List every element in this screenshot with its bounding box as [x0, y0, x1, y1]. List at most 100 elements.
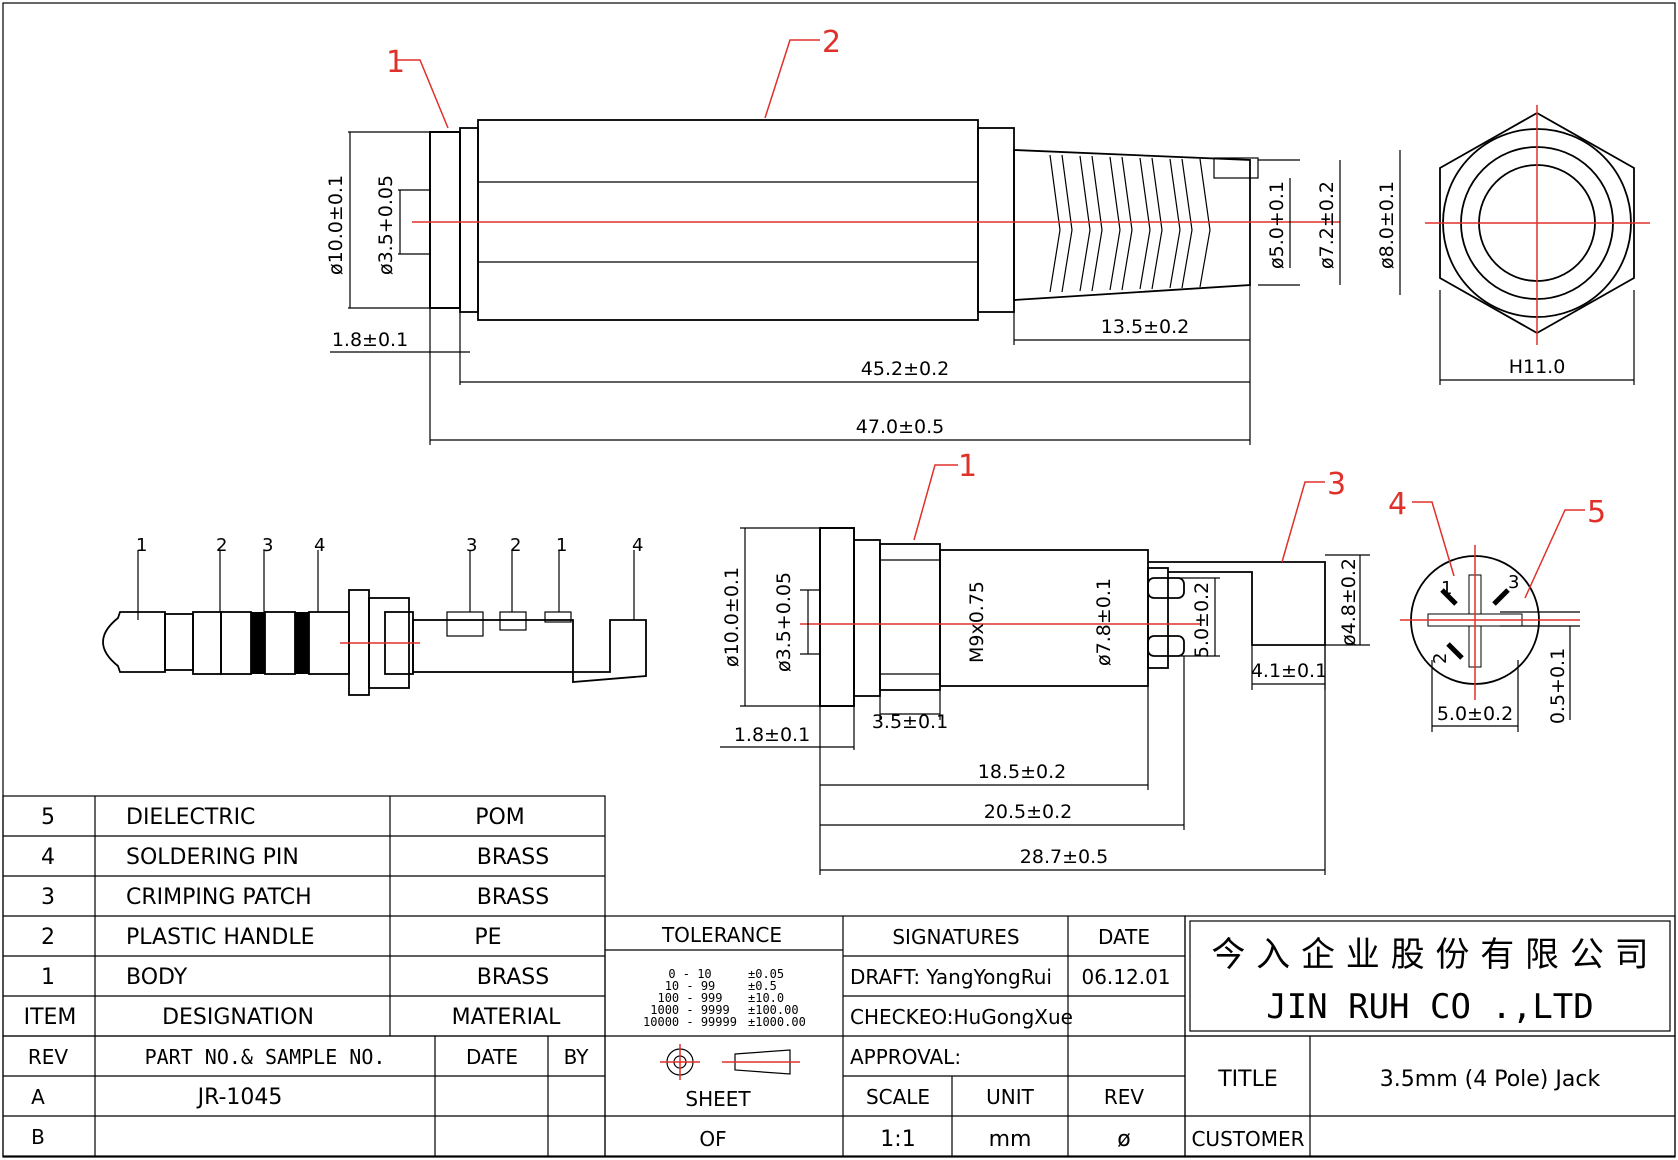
bom-header-designation: DESIGNATION — [162, 1005, 314, 1030]
title-label: TITLE — [1217, 1067, 1278, 1092]
approval-signature: APPROVAL: — [850, 1045, 961, 1069]
dim-lower-dia-3-5: ø3.5+0.05 — [773, 572, 795, 672]
rev-label: REV — [1104, 1085, 1145, 1109]
bom-item-4: 4 — [41, 845, 55, 870]
dim-lower-w-5: 5.0±0.2 — [1191, 582, 1213, 658]
scale-value: 1:1 — [880, 1127, 915, 1152]
bom-table: 5 DIELECTRIC POM 4 SOLDERING PIN BRASS 3… — [2, 795, 606, 1037]
dim-top-len-13-5: 13.5±0.2 — [1101, 316, 1189, 338]
tol-range-3: 1000 - 9999 — [650, 1003, 729, 1017]
callout-4-lower: 4 — [1388, 487, 1407, 522]
callout-1-top: 1 — [386, 45, 405, 80]
checked-signature: CHECKEO:HuGongXue — [850, 1005, 1073, 1029]
plug-section-view: 1 2 3 4 3 2 1 4 — [102, 535, 647, 696]
face-pin-1: 1 — [1441, 578, 1452, 599]
title-value: 3.5mm (4 Pole) Jack — [1380, 1067, 1601, 1092]
customer-label: CUSTOMER — [1191, 1127, 1304, 1151]
face-pin-2: 2 — [1430, 653, 1451, 664]
bom-mat-5: POM — [475, 805, 525, 830]
bom-desig-3: CRIMPING PATCH — [126, 885, 312, 910]
signatures-title: SIGNATURES — [892, 925, 1019, 949]
dim-lower-thread: M9x0.75 — [966, 581, 988, 663]
rev-a: A — [31, 1085, 45, 1109]
dim-top-dia-7-2: ø7.2±0.2 — [1316, 181, 1338, 269]
dim-lower-dia-10: ø10.0±0.1 — [721, 567, 743, 667]
plug-label-r1: 1 — [556, 535, 567, 556]
company-name-cn: 今 入 企 业 股 份 有 限 公 司 — [1211, 935, 1648, 975]
unit-value: mm — [989, 1127, 1032, 1152]
bom-desig-4: SOLDERING PIN — [126, 845, 299, 870]
scale-label: SCALE — [866, 1085, 930, 1109]
by-header: BY — [564, 1045, 590, 1069]
sheet-label: SHEET — [685, 1087, 751, 1111]
bom-mat-4: BRASS — [477, 845, 549, 870]
dim-top-dia-3-5: ø3.5+0.05 — [375, 175, 397, 275]
lower-jack-view: 1 3 2 1 3 4 5 — [720, 449, 1606, 875]
dim-lower-len-1-8: 1.8±0.1 — [734, 724, 810, 746]
unit-label: UNIT — [986, 1085, 1034, 1109]
part-header: PART NO.& SAMPLE NO. — [145, 1045, 386, 1069]
bom-desig-1: BODY — [126, 965, 188, 990]
plug-label-r3: 3 — [466, 535, 477, 556]
bom-mat-3: BRASS — [477, 885, 549, 910]
dim-top-dia-8: ø8.0±0.1 — [1376, 181, 1398, 269]
date-value: 06.12.01 — [1081, 965, 1170, 989]
bom-item-5: 5 — [41, 805, 55, 830]
plug-label-l2: 2 — [216, 535, 227, 556]
dim-face-5: 5.0±0.2 — [1437, 703, 1513, 725]
dim-face-0-5: 0.5+0.1 — [1547, 648, 1569, 724]
dim-lower-len-28-7: 28.7±0.5 — [1020, 846, 1108, 868]
rev-header: REV — [28, 1045, 69, 1069]
bom-desig-2: PLASTIC HANDLE — [126, 925, 314, 950]
bom-mat-1: BRASS — [477, 965, 549, 990]
projection-symbol — [660, 1044, 800, 1080]
plug-label-l3: 3 — [262, 535, 273, 556]
title-block: REV PART NO.& SAMPLE NO. DATE BY A B JR-… — [2, 915, 1676, 1157]
plug-label-r2: 2 — [510, 535, 521, 556]
dim-lower-len-20-5: 20.5±0.2 — [984, 801, 1072, 823]
callout-3-lower: 3 — [1327, 467, 1346, 502]
bom-item-3: 3 — [41, 885, 55, 910]
tol-range-1: 10 - 99 — [665, 979, 716, 993]
tolerance-title: TOLERANCE — [661, 923, 782, 947]
tol-range-2: 100 - 999 — [657, 991, 722, 1005]
tol-value-0: ±0.05 — [748, 967, 784, 981]
dim-top-dia-5: ø5.0+0.1 — [1266, 181, 1288, 269]
draft-signature: DRAFT: YangYongRui — [850, 965, 1052, 989]
dim-top-len-45-2: 45.2±0.2 — [861, 358, 949, 380]
bom-header-material: MATERIAL — [452, 1005, 561, 1030]
rev-value: ø — [1117, 1127, 1130, 1152]
company-name-en: JIN RUH CO .,LTD — [1266, 987, 1594, 1027]
tol-value-2: ±10.0 — [748, 991, 784, 1005]
bom-header-item: ITEM — [24, 1005, 77, 1030]
dim-top-len-1-8: 1.8±0.1 — [332, 329, 408, 351]
plug-label-l1: 1 — [136, 535, 147, 556]
dim-lower-dia-7-8: ø7.8±0.1 — [1093, 578, 1115, 666]
top-view: 1 2 ø10.0±0.1 ø3.5+0.05 1.8±0.1 13.5±0.2… — [325, 25, 1650, 445]
tol-value-1: ±0.5 — [748, 979, 777, 993]
dim-lower-len-18-5: 18.5±0.2 — [978, 761, 1066, 783]
bom-desig-5: DIELECTRIC — [126, 805, 255, 830]
bom-item-1: 1 — [41, 965, 55, 990]
date-title: DATE — [1098, 925, 1150, 949]
part-number: JR-1045 — [196, 1085, 283, 1110]
tol-range-4: 10000 - 99999 — [643, 1015, 737, 1029]
dim-top-len-47: 47.0±0.5 — [856, 416, 944, 438]
face-pin-3: 3 — [1508, 572, 1519, 593]
bom-mat-2: PE — [474, 925, 501, 950]
rev-b: B — [31, 1125, 45, 1149]
dim-top-dia-10: ø10.0±0.1 — [325, 175, 347, 275]
bom-item-2: 2 — [41, 925, 55, 950]
callout-5-lower: 5 — [1587, 495, 1606, 530]
tol-range-0: 0 - 10 — [668, 967, 711, 981]
dim-lower-len-4-1: 4.1±0.1 — [1251, 660, 1327, 682]
callout-1-lower: 1 — [958, 449, 977, 484]
dim-top-hex: H11.0 — [1509, 356, 1566, 378]
callout-2-top: 2 — [822, 25, 841, 60]
plug-label-l4: 4 — [314, 535, 325, 556]
plug-label-r4: 4 — [632, 535, 643, 556]
of-label: OF — [699, 1127, 726, 1151]
date-header: DATE — [466, 1045, 518, 1069]
